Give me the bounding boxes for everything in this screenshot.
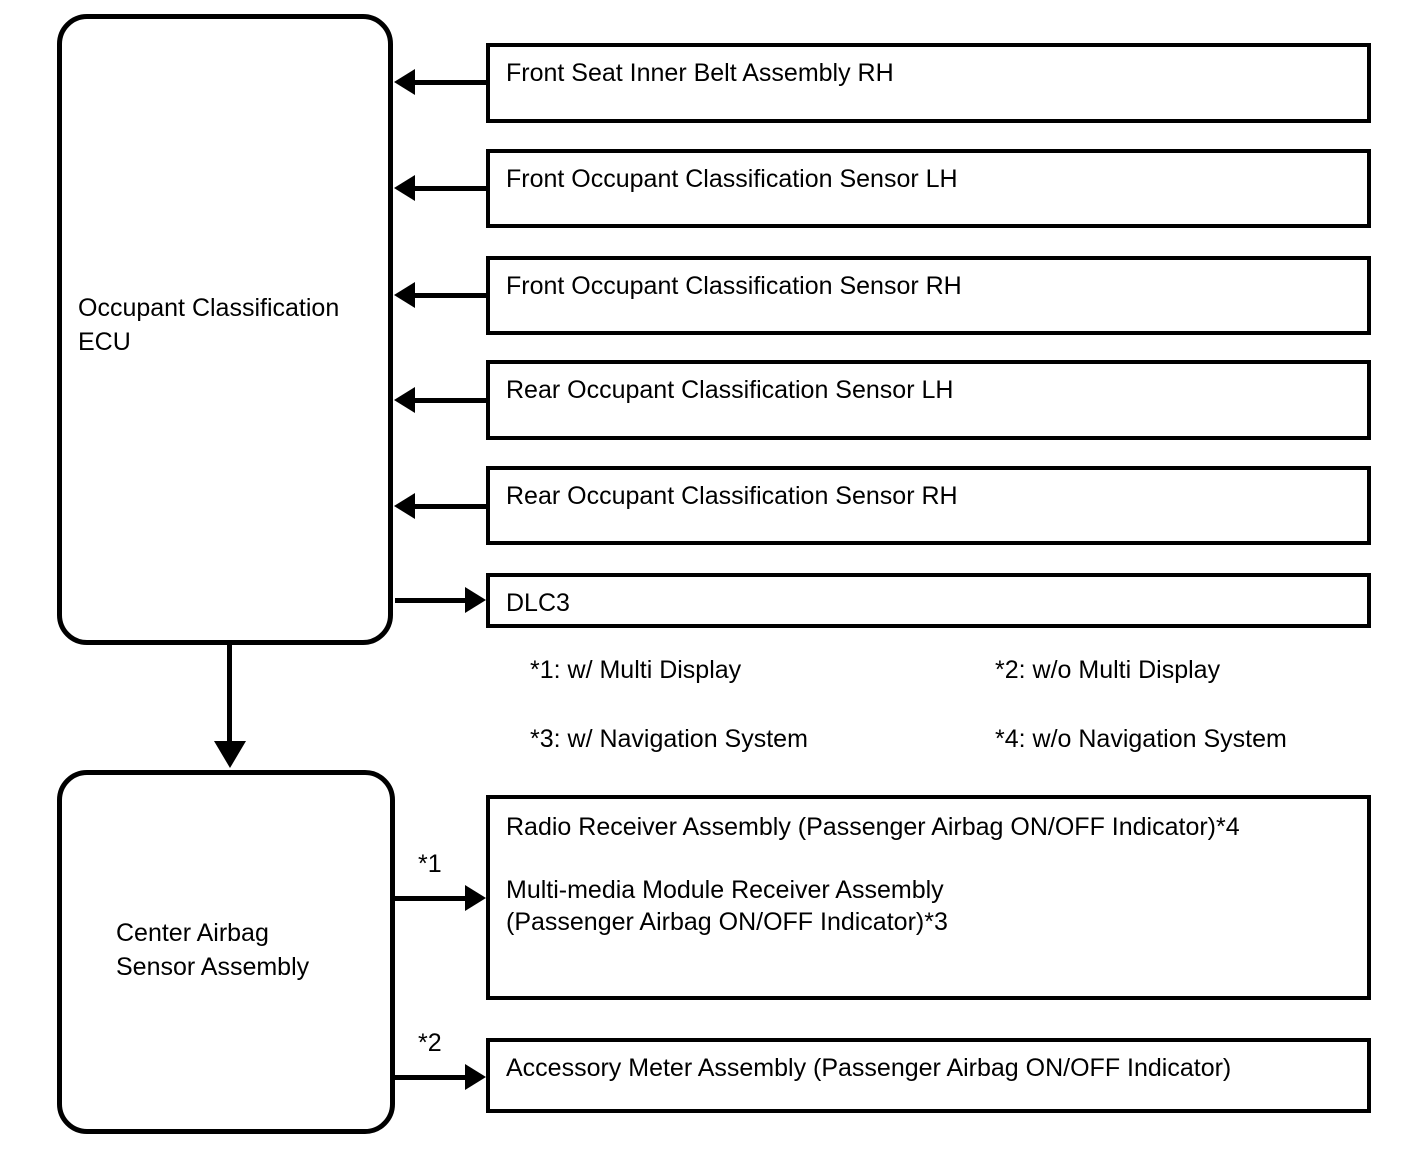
note-3: *3: w/ Navigation System	[530, 725, 808, 753]
arrow-shaft	[412, 398, 486, 403]
arrow-left-icon	[394, 175, 415, 201]
arrow-left-icon	[394, 282, 415, 308]
arrow-left-icon	[394, 69, 415, 95]
input-box-label: Front Occupant Classification Sensor RH	[506, 272, 962, 300]
input-box-label: Rear Occupant Classification Sensor RH	[506, 482, 958, 510]
note-4: *4: w/o Navigation System	[995, 725, 1287, 753]
arrow-left-icon	[394, 387, 415, 413]
center-airbag-block	[57, 770, 395, 1134]
center-airbag-block-label: Center Airbag Sensor Assembly	[116, 919, 310, 981]
output-box-radio-receiver: Radio Receiver Assembly (Passenger Airba…	[486, 795, 1371, 1000]
note-2: *2: w/o Multi Display	[995, 656, 1221, 684]
input-box-label: Front Seat Inner Belt Assembly RH	[506, 59, 894, 87]
ecu-block	[57, 14, 393, 645]
arrow-left-icon	[394, 493, 415, 519]
arrow-shaft	[395, 1075, 467, 1080]
arrow-shaft	[395, 598, 467, 603]
input-box-label: Rear Occupant Classification Sensor LH	[506, 376, 954, 404]
accessory-box-label: Accessory Meter Assembly (Passenger Airb…	[506, 1054, 1232, 1082]
arrow-shaft	[395, 896, 467, 901]
arrow-right-icon	[465, 587, 486, 613]
ecu-block-label: Occupant Classification ECU	[78, 294, 340, 356]
arrow-right-icon	[465, 1064, 486, 1090]
output-box-accessory-meter: Accessory Meter Assembly (Passenger Airb…	[486, 1038, 1371, 1113]
radio-box-line2: Multi-media Module Receiver Assembly	[506, 876, 944, 904]
connector-label-2: *2	[418, 1029, 442, 1057]
dlc3-box-label: DLC3	[506, 589, 570, 617]
note-1: *1: w/ Multi Display	[530, 656, 742, 684]
arrow-shaft	[412, 186, 486, 191]
arrow-shaft	[412, 293, 486, 298]
dlc3-box: DLC3	[486, 573, 1371, 628]
input-box-label: Front Occupant Classification Sensor LH	[506, 165, 958, 193]
arrow-right-icon	[465, 885, 486, 911]
input-box-front-occupant-sensor-rh: Front Occupant Classification Sensor RH	[486, 256, 1371, 335]
input-box-front-occupant-sensor-lh: Front Occupant Classification Sensor LH	[486, 149, 1371, 228]
arrow-shaft	[412, 504, 486, 509]
radio-box-line3: (Passenger Airbag ON/OFF Indicator)*3	[506, 908, 948, 936]
arrow-shaft	[412, 80, 486, 85]
input-box-rear-occupant-sensor-lh: Rear Occupant Classification Sensor LH	[486, 360, 1371, 440]
input-box-front-seat-inner-belt-rh: Front Seat Inner Belt Assembly RH	[486, 43, 1371, 123]
radio-box-line1: Radio Receiver Assembly (Passenger Airba…	[506, 813, 1240, 841]
connector-label-1: *1	[418, 850, 442, 878]
arrow-down-icon	[214, 741, 246, 768]
input-box-rear-occupant-sensor-rh: Rear Occupant Classification Sensor RH	[486, 466, 1371, 545]
arrow-shaft	[227, 645, 232, 743]
